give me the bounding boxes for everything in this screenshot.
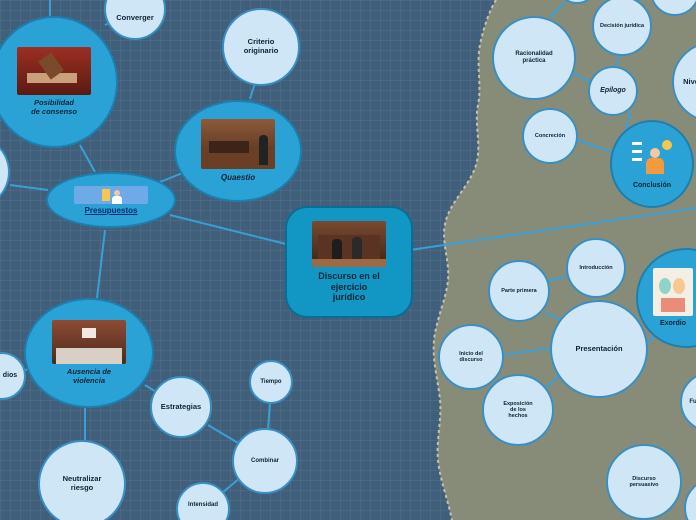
consenso-node[interactable]: Posibilidad de consenso xyxy=(0,16,118,148)
intensidad-node[interactable]: Intensidad xyxy=(176,482,230,520)
presentacion-node[interactable]: Presentación xyxy=(550,300,648,398)
gavel-photo xyxy=(17,47,91,96)
decision-node[interactable]: Decisión jurídica xyxy=(592,0,652,56)
checklist-person-icon xyxy=(630,138,674,178)
tiempo-node[interactable]: Tiempo xyxy=(249,360,293,404)
connector-presupuestos-left xyxy=(9,184,49,191)
introduccion-label: Introducción xyxy=(579,264,613,271)
racionalidad-node[interactable]: Racionalidad práctica xyxy=(492,16,576,100)
introduccion-node[interactable]: Introducción xyxy=(566,238,626,298)
main-topic-node[interactable]: Discurso en el ejercicio jurídico xyxy=(285,206,413,318)
exordio-label: Exordio xyxy=(659,319,687,327)
neutralizar-node[interactable]: Neutralizar riesgo xyxy=(38,440,126,520)
criterio-node[interactable]: Criterio originario xyxy=(222,8,300,86)
main-topic-label: Discurso en el ejercicio jurídico xyxy=(318,271,380,303)
parte-label: Parte primera xyxy=(501,287,537,294)
violencia-label: Ausencia de violencia xyxy=(66,367,112,385)
converger-label: Converger xyxy=(116,12,154,22)
parte-node[interactable]: Parte primera xyxy=(488,260,550,322)
presentacion-label: Presentación xyxy=(575,343,623,353)
connector-presentacion-parte xyxy=(544,311,561,321)
estrategias-node[interactable]: Estrategias xyxy=(150,376,212,438)
faces-icon xyxy=(653,267,693,316)
connector-main-right xyxy=(409,207,696,251)
persuasivo-node[interactable]: Discurso persuasivo xyxy=(606,444,682,520)
medios-label: dios xyxy=(2,371,18,379)
connector-presupuestos-consenso xyxy=(79,144,96,173)
estrategias-label: Estrategias xyxy=(160,401,202,411)
connector-epilogo-racionalidad xyxy=(571,71,591,83)
inicio-label: Inicio del discurso xyxy=(459,350,483,363)
connector-estrategias-combinar xyxy=(207,424,239,444)
presupuestos-node[interactable]: Presupuestos xyxy=(46,172,176,228)
conclusion-node[interactable]: Conclusión xyxy=(610,120,694,208)
combinar-label: Combinar xyxy=(250,457,279,464)
criterio-label: Criterio originario xyxy=(243,37,279,55)
decision-label: Decisión jurídica xyxy=(600,22,645,29)
racionalidad-label: Racionalidad práctica xyxy=(515,51,553,64)
connector-quaestio-criterio xyxy=(249,82,256,100)
combinar-node[interactable]: Combinar xyxy=(232,428,298,494)
connector-conclusion-concrecion xyxy=(576,139,613,153)
connector-combinar-tiempo xyxy=(267,401,271,431)
concrecion-node[interactable]: Concreción xyxy=(522,108,578,164)
neutralizar-label: Neutralizar riesgo xyxy=(62,474,102,492)
terrain-edge xyxy=(432,0,497,520)
exposicion-label: Exposición de los hechos xyxy=(503,400,533,420)
inicio-node[interactable]: Inicio del discurso xyxy=(438,324,504,390)
concrecion-label: Concreción xyxy=(534,132,566,139)
courtroom-photo xyxy=(312,221,386,268)
tiempo-label: Tiempo xyxy=(260,378,282,385)
intensidad-label: Intensidad xyxy=(187,501,218,508)
quaestio-label: Quaestio xyxy=(220,173,256,183)
violencia-node[interactable]: Ausencia de violencia xyxy=(24,298,154,408)
connector-presupuestos-violencia xyxy=(96,229,106,299)
connector-racionalidad-top xyxy=(549,1,566,18)
connector-combinar-intensidad xyxy=(221,477,241,494)
courtroom-photo xyxy=(201,119,275,170)
exposicion-node[interactable]: Exposición de los hechos xyxy=(482,374,554,446)
connector-presentacion-inicio xyxy=(502,347,553,356)
quaestio-node[interactable]: Quaestio xyxy=(174,100,302,202)
courtroom-photo xyxy=(52,320,126,365)
presupuestos-link[interactable]: Presupuestos xyxy=(84,205,138,215)
connector-presentacion-exposicion xyxy=(544,374,561,389)
connector-parte-introduccion xyxy=(544,274,571,283)
fu-label: Fu xyxy=(689,398,696,405)
conclusion-label: Conclusión xyxy=(632,181,672,189)
epilogo-node[interactable]: Epílogo xyxy=(588,66,638,116)
epilogo-label: Epílogo xyxy=(600,86,626,94)
connector-main-presupuestos xyxy=(169,214,291,246)
consenso-label: Posibilidad de consenso xyxy=(31,98,77,116)
nivel-label: Nive xyxy=(683,76,696,86)
people-documents-icon xyxy=(74,185,148,204)
connector-epilogo-decision xyxy=(614,54,621,67)
persuasivo-label: Discurso persuasivo xyxy=(629,475,659,488)
